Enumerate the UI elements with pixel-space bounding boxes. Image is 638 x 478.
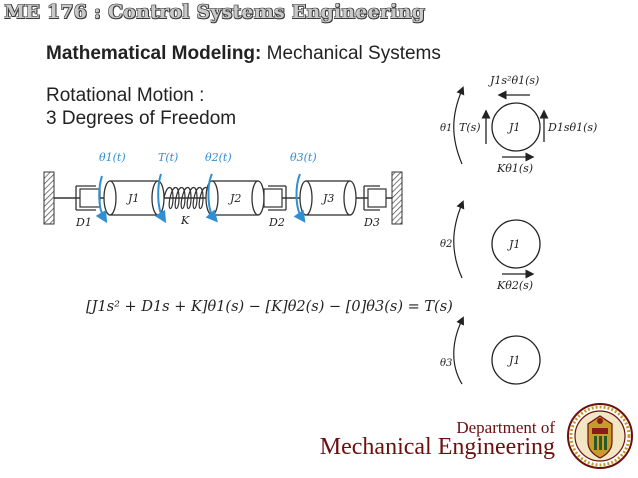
label-d3: D3 (363, 216, 380, 229)
subtitle-line-2: 3 Degrees of Freedom (46, 108, 237, 129)
label-theta1: θ1(t) (99, 151, 126, 164)
left-wall (43, 171, 55, 225)
label-torque: T(t) (158, 151, 178, 164)
label-d2: D2 (268, 216, 285, 229)
fbd-bottom-angle-label: θ3 (440, 358, 452, 369)
label-theta2: θ2(t) (205, 151, 232, 164)
fbd-middle-mass-label: J1 (507, 238, 520, 251)
fbd-top-angle-arrow (453, 86, 465, 165)
fbd-middle-angle-label: θ2 (440, 239, 452, 250)
fbd-bottom-mass-label: J1 (507, 354, 520, 367)
inertia-j2 (205, 180, 265, 216)
free-body-diagrams: J1s²θ1(s) J1 θ1 T(s) D1sθ1(s) Kθ1(s) J1 … (440, 74, 597, 385)
fbd-middle-spring-label: Kθ2(s) (496, 279, 533, 292)
label-d1: D1 (75, 216, 92, 229)
fbd-bottom: J1 θ3 (440, 316, 541, 385)
rotation-arrow-theta3 (293, 173, 306, 223)
right-wall (391, 171, 403, 225)
fbd-top-angle-label: θ1 (440, 123, 452, 134)
fbd-top-spring-label: Kθ1(s) (496, 162, 533, 175)
inertia-j3 (299, 180, 357, 216)
label-j3: J3 (321, 192, 334, 205)
slide-title-bold: Mathematical Modeling: (46, 43, 262, 64)
fbd-middle: J1 θ2 Kθ2(s) (440, 200, 541, 292)
label-theta3: θ3(t) (290, 151, 317, 164)
fbd-middle-angle-arrow (453, 200, 465, 279)
department-of-label: Department of (456, 418, 555, 437)
label-j2: J2 (228, 192, 241, 205)
fbd-middle-disk (491, 219, 541, 269)
fbd-bottom-disk (491, 335, 541, 385)
fbd-top-mass-label: J1 (507, 121, 520, 134)
fbd-top-torque-label: T(s) (459, 121, 481, 134)
equation: [J1s² + D1s + K]θ1(s) − [K]θ2(s) − [0]θ3… (86, 299, 453, 315)
fbd-top-disk (491, 102, 541, 152)
fbd-top-inertia-label: J1s²θ1(s) (488, 74, 539, 87)
rotation-arrow-theta1 (95, 175, 108, 224)
slide-subtitle: Rotational Motion : 3 Degrees of Freedom (46, 84, 236, 130)
damper-d3 (363, 185, 387, 211)
shaft-diagram: θ1(t) T(t) θ2(t) θ3(t) J1 J2 J3 K D1 D2 … (43, 151, 403, 229)
spring-k (163, 186, 210, 210)
rotation-arrow-torque (154, 173, 167, 224)
fbd-bottom-angle-arrow (453, 316, 464, 385)
slide-title-rest: Mechanical Systems (261, 43, 441, 64)
slide-title: Mathematical Modeling: Mechanical System… (46, 43, 441, 65)
rotation-arrow-theta2 (205, 173, 218, 223)
label-j1: J1 (126, 192, 139, 205)
university-seal-icon (567, 403, 633, 469)
label-k: K (180, 214, 190, 227)
damper-d1 (75, 185, 101, 211)
damper-d2 (263, 185, 287, 211)
fbd-top: J1s²θ1(s) J1 θ1 T(s) D1sθ1(s) Kθ1(s) (440, 74, 597, 175)
subtitle-line-1: Rotational Motion : (46, 85, 205, 106)
course-title: ME 176 : Control Systems Engineering (4, 1, 425, 23)
fbd-top-damping-label: D1sθ1(s) (547, 121, 597, 134)
department-name: Mechanical Engineering (319, 434, 555, 460)
